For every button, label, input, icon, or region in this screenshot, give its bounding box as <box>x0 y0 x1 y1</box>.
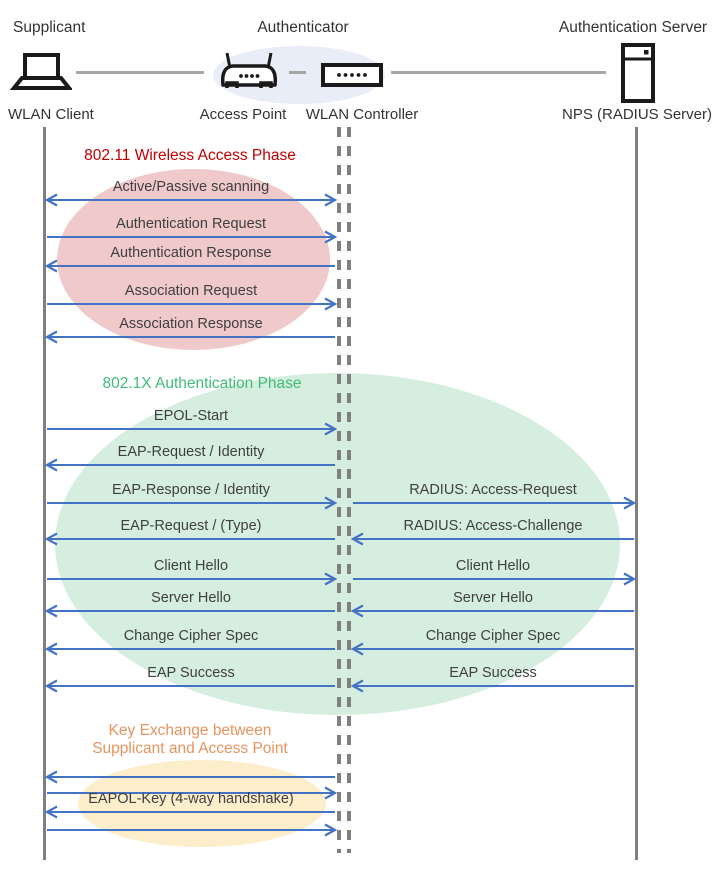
message-arrow <box>353 496 637 510</box>
message-arrow <box>47 823 338 837</box>
message-arrow <box>350 604 634 618</box>
connector-line <box>289 71 306 74</box>
message-label: Authentication Response <box>110 245 272 261</box>
connector-line <box>391 71 606 74</box>
message-label: Change Cipher Spec <box>123 628 259 644</box>
message-label: Server Hello <box>151 590 231 606</box>
message-label: Authentication Request <box>116 216 266 232</box>
actor-role-authenticator: Authenticator <box>257 19 349 36</box>
message-label: RADIUS: Access-Request <box>409 482 577 498</box>
message-label: Change Cipher Spec <box>425 628 561 644</box>
lifeline-supplicant <box>43 127 46 860</box>
lifeline-authenticator-right <box>347 127 351 853</box>
phase-title-2: 802.1X Authentication Phase <box>102 375 302 392</box>
message-label: EAP-Request / (Type) <box>120 518 262 534</box>
message-arrow <box>44 330 335 344</box>
message-arrow <box>350 679 634 693</box>
message-arrow <box>350 642 634 656</box>
message-arrow <box>44 458 335 472</box>
message-label: Active/Passive scanning <box>112 179 270 195</box>
message-arrow <box>44 532 335 546</box>
actor-role-supplicant: Supplicant <box>13 19 86 36</box>
message-label: Client Hello <box>455 558 531 574</box>
device-label-access-point: Access Point <box>199 106 287 123</box>
server-icon <box>621 43 655 103</box>
message-arrow <box>47 297 338 311</box>
message-label: EPOL-Start <box>153 408 229 424</box>
message-arrow <box>44 193 338 207</box>
phase-title-3: Key Exchange between Supplicant and Acce… <box>92 722 288 757</box>
message-arrow <box>353 572 637 586</box>
lifeline-authenticator-left <box>337 127 341 853</box>
message-arrow <box>47 572 338 586</box>
lifeline-auth-server <box>635 127 638 860</box>
message-label: EAP-Request / Identity <box>117 444 265 460</box>
message-label: EAPOL-Key (4-way handshake) <box>88 791 294 807</box>
wlan-controller-icon <box>321 63 383 87</box>
message-arrow <box>44 259 335 273</box>
laptop-icon <box>10 53 72 90</box>
access-point-icon <box>220 52 278 88</box>
message-arrow <box>47 230 338 244</box>
message-arrow <box>44 770 335 784</box>
message-label: RADIUS: Access-Challenge <box>403 518 583 534</box>
message-label: Association Request <box>124 283 258 299</box>
message-arrow <box>44 642 335 656</box>
message-arrow <box>47 786 338 800</box>
device-label-wlan-controller: WLAN Controller <box>305 106 419 123</box>
phase-title-1: 802.11 Wireless Access Phase <box>84 147 296 164</box>
message-label: Client Hello <box>153 558 229 574</box>
message-arrow <box>44 604 335 618</box>
message-label: Association Response <box>119 316 263 332</box>
message-label: EAP Success <box>449 665 537 681</box>
phase-ellipse-3 <box>78 760 326 847</box>
message-label: Server Hello <box>453 590 533 606</box>
message-label: EAP-Response / Identity <box>112 482 270 498</box>
device-label-wlan-client: WLAN Client <box>8 106 94 123</box>
message-arrow <box>47 422 338 436</box>
message-arrow <box>44 805 335 819</box>
message-arrow <box>44 679 335 693</box>
actor-role-auth-server: Authentication Server <box>558 19 708 36</box>
device-label-nps: NPS (RADIUS Server) <box>561 106 713 123</box>
connector-line <box>76 71 204 74</box>
message-arrow <box>350 532 634 546</box>
message-label: EAP Success <box>147 665 235 681</box>
message-arrow <box>47 496 338 510</box>
